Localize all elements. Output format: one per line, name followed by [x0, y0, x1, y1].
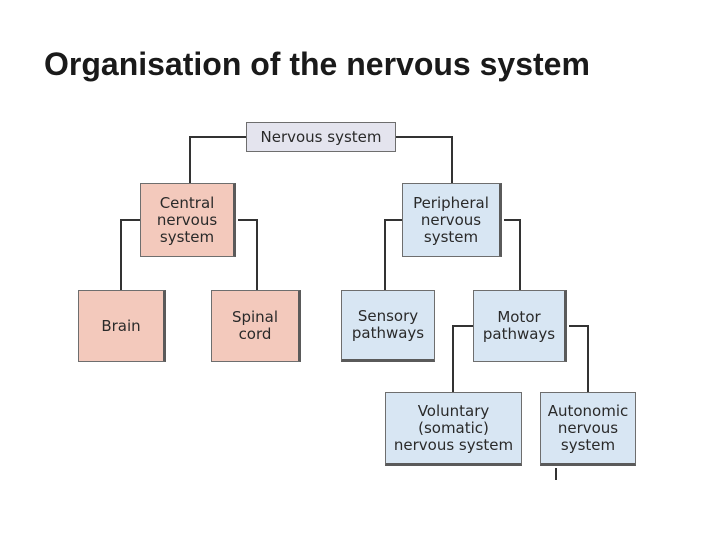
node-sensory-pathways: Sensory pathways — [341, 290, 435, 362]
edge-root-pns — [396, 136, 453, 183]
node-nervous-system: Nervous system — [246, 122, 396, 152]
node-autonomic-nervous-system: Autonomic nervous system — [540, 392, 636, 466]
node-motor-pathways: Motor pathways — [473, 290, 567, 362]
edge-root-cns — [189, 136, 246, 183]
node-central-nervous-system: Central nervous system — [140, 183, 236, 257]
slide-title: Organisation of the nervous system — [44, 46, 590, 82]
edge-pns-motor — [504, 219, 521, 290]
node-voluntary-nervous-system: Voluntary (somatic) nervous system — [385, 392, 522, 466]
node-spinal-cord: Spinal cord — [211, 290, 301, 362]
edge-motor-voluntary — [452, 325, 473, 392]
edge-motor-autonomic — [569, 325, 589, 392]
edge-pns-sensory — [384, 219, 402, 290]
edge-cns-spinal — [238, 219, 258, 290]
node-brain: Brain — [78, 290, 166, 362]
node-peripheral-nervous-system: Peripheral nervous system — [402, 183, 502, 257]
edge-cns-brain — [120, 219, 140, 290]
